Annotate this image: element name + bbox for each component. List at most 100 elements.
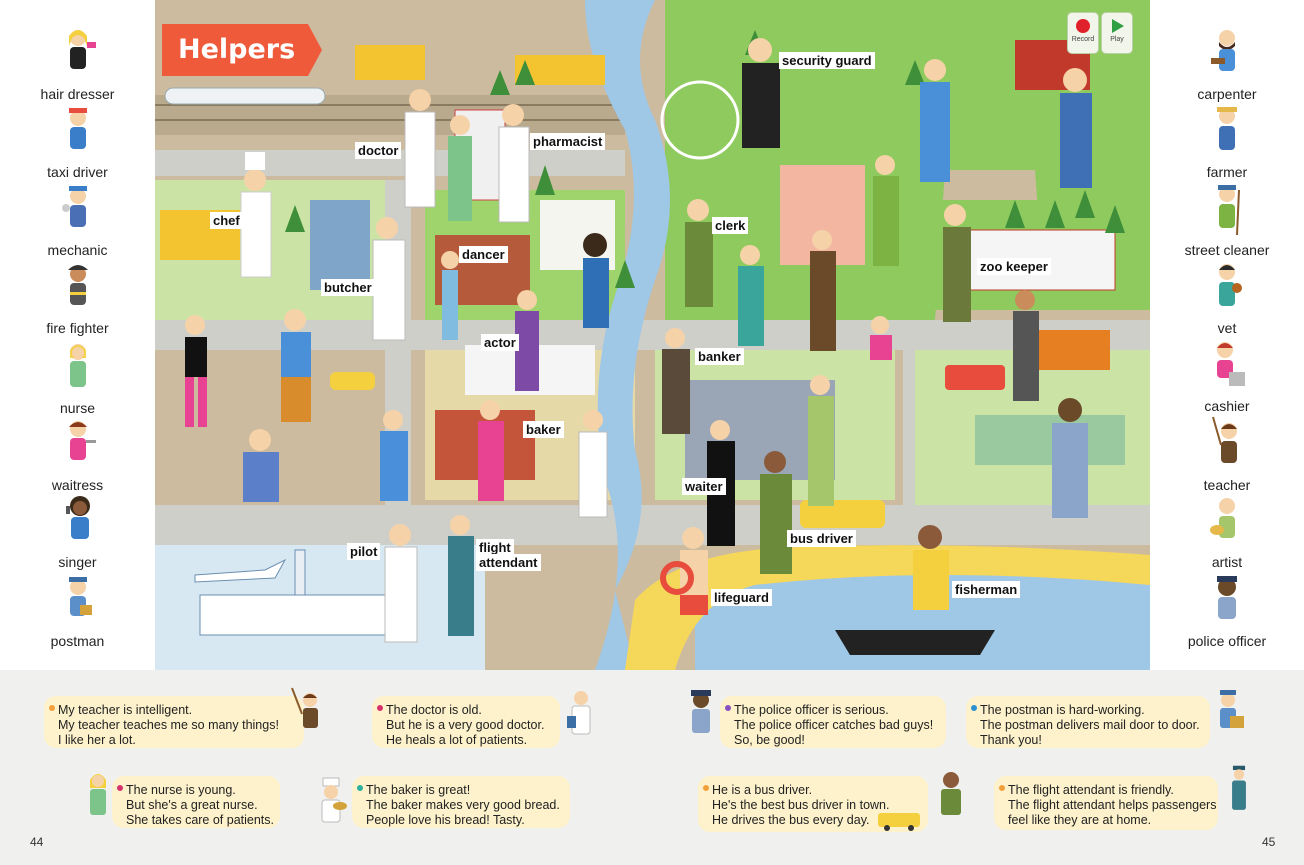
bullet-icon [725,705,731,711]
sentence-line: My teacher teaches me so many things! [58,718,279,732]
flight-attendant-figure-icon [1232,765,1246,810]
vocab-item-carpenter[interactable]: carpenter [1150,24,1304,102]
fire-fighter-person [1013,290,1039,401]
vocab-item-nurse[interactable]: nurse [0,338,155,416]
baker-figure-icon [321,777,347,823]
vocab-item-taxi-driver[interactable]: taxi driver [0,102,155,180]
record-button[interactable]: Record [1067,12,1099,54]
vocab-item-hair-dresser[interactable]: hair dresser [0,24,155,102]
sentence-bubble-doctor[interactable]: The doctor is old. But he is a very good… [372,696,560,748]
fisherman-person [913,525,949,610]
left-vocabulary-column: hair dresser taxi driver mechanic fire f… [0,0,155,670]
vocab-item-vet[interactable]: vet [1150,258,1304,336]
vocab-item-police-officer[interactable]: police officer [1150,571,1304,649]
bullet-icon [357,785,363,791]
label-security-guard: security guard [779,52,875,69]
sentence-line: The nurse is young. [126,783,236,797]
sentence-bubble-postman[interactable]: The postman is hard-working. The postman… [966,696,1210,748]
flight-attendant-person [448,515,474,636]
vocab-item-artist[interactable]: artist [1150,492,1304,570]
hair-dresser-person [185,315,207,427]
vocab-item-fire-fighter[interactable]: fire fighter [0,258,155,336]
vocab-label: nurse [59,400,96,416]
fire-fighter-figure-icon [67,265,88,305]
clerk-person [685,199,713,307]
label-zoo-keeper: zoo keeper [977,258,1051,275]
sentence-line: The postman is hard-working. [980,703,1145,717]
sentence-line: He is a bus driver. [712,783,813,797]
sentence-line: He heals a lot of patients. [386,733,528,747]
label-clerk: clerk [712,217,749,234]
vocab-label: taxi driver [47,164,108,180]
sentence-bubble-police-officer[interactable]: The police officer is serious. The polic… [720,696,946,748]
taxi-driver-figure-icon [68,108,87,149]
police-officer-figure-icon [1217,576,1237,619]
city-scene: Helpers Record Play security guard docto… [155,0,1150,670]
sentence-bubble-nurse[interactable]: The nurse is young. But she's a great nu… [112,776,280,828]
bullet-icon [377,705,383,711]
label-flight-attendant-line1: flight [476,539,514,556]
play-button[interactable]: Play [1101,12,1133,54]
sentence-bubble-baker[interactable]: The baker is great! The baker makes very… [352,776,570,828]
sentence-line: The flight attendant is friendly. [1008,783,1174,797]
vocab-item-mechanic[interactable]: mechanic [0,180,155,258]
farmer-figure-icon [1217,107,1237,150]
sentence-line: He drives the bus every day. [712,813,870,827]
sentence-line: The police officer catches bad guys! [734,718,934,732]
sentence-line: The flight attendant helps passengers [1008,798,1217,812]
vocab-item-singer[interactable]: singer [0,492,155,570]
sentence-line: But she's a great nurse. [126,798,258,812]
street-cleaner-person [873,155,899,266]
label-pilot: pilot [347,543,381,560]
label-pharmacist: pharmacist [530,133,606,150]
vocab-item-postman[interactable]: postman [0,571,155,649]
bus-shape [800,500,885,528]
vocab-label: cashier [1204,398,1250,414]
vocab-label: hair dresser [40,86,115,102]
nurse-figure-icon [90,774,106,815]
sentence-bubble-bus-driver[interactable]: He is a bus driver. He's the best bus dr… [698,776,928,832]
apartment-building [780,165,865,265]
artist-figure-icon [1210,498,1235,538]
sentence-line: The baker is great! [366,783,471,797]
sentence-line: People love his bread! Tasty. [366,813,525,827]
sentence-line: She takes care of patients. [126,813,275,827]
airplane-shape [194,558,287,583]
doctor-person [404,89,436,208]
postman-person [380,410,408,501]
play-caption: Play [1110,36,1124,43]
ferris-wheel [660,80,740,160]
vocab-label: farmer [1206,164,1248,180]
sentence-bubble-teacher[interactable]: My teacher is intelligent. My teacher te… [44,696,304,748]
carpenter-person [920,59,950,182]
page-number-left: 44 [30,835,44,849]
lifeguard-person [660,527,708,615]
hair-dresser-figure-icon [68,30,96,69]
taxi-driver-person [281,309,311,422]
police-officer-person [1052,398,1088,518]
vocab-item-teacher[interactable]: teacher [1150,415,1304,493]
label-banker: banker [695,348,744,365]
label-lifeguard: lifeguard [711,589,772,606]
baker-person [578,410,608,518]
artist-person [808,375,834,506]
vocab-label: postman [50,633,105,649]
mechanic-figure-icon [61,186,87,227]
vocab-label: fire fighter [46,320,109,336]
vocab-label: carpenter [1197,86,1257,102]
label-fisherman: fisherman [952,581,1021,598]
sentence-bubble-flight-attendant[interactable]: The flight attendant is friendly. The fl… [994,776,1218,830]
banker-person [662,328,690,434]
vocab-item-farmer[interactable]: farmer [1150,102,1304,180]
vocab-item-waitress[interactable]: waitress [0,415,155,493]
vocab-label: street cleaner [1184,242,1270,258]
vocab-item-cashier[interactable]: cashier [1150,336,1304,414]
label-flight-attendant-line2: attendant [476,554,541,571]
vet-person [738,245,764,346]
police-officer-figure-icon [691,690,711,733]
zoo-keeper-person [943,204,971,322]
vocab-item-street-cleaner[interactable]: street cleaner [1150,180,1304,258]
right-vocabulary-column: carpenter farmer street cleaner vet cash… [1150,0,1304,670]
nurse-person [448,115,472,221]
vocab-label: singer [58,554,97,570]
